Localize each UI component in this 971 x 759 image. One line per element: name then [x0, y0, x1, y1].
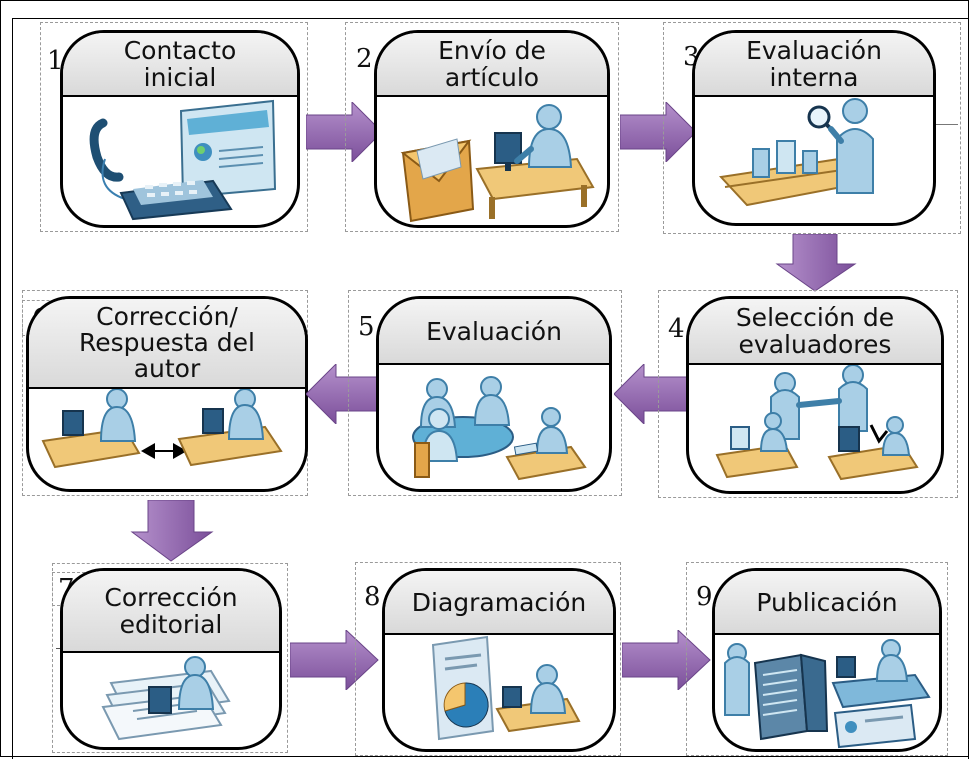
arrow-step-4-to-5: [614, 364, 692, 424]
step-6-card: Corrección/ Respuesta del autor: [26, 296, 308, 492]
connector-tick: [936, 124, 958, 125]
step-8-cell: [355, 562, 621, 756]
document-chart-worker-icon: [385, 635, 613, 749]
step-8-card: Diagramación: [382, 568, 616, 752]
step-4-header: Selección de evaluadores: [689, 299, 941, 365]
connector-tick: [56, 648, 60, 649]
step-9-card: Publicación: [712, 568, 942, 752]
step-2-number: 2: [356, 44, 373, 74]
diagram-inner-border: [12, 18, 969, 759]
step-1-header: Contacto inicial: [63, 33, 297, 97]
step-3-header: Evaluación interna: [695, 33, 933, 97]
worker-with-documents-icon: [63, 653, 279, 747]
step-6-title: Corrección/ Respuesta del autor: [78, 302, 256, 383]
arrow-step-8-to-9: [622, 630, 712, 690]
step-8-header: Diagramación: [385, 571, 613, 635]
step-6-header: Corrección/ Respuesta del autor: [29, 299, 305, 389]
step-1-number: 1: [47, 46, 64, 76]
step-7-title: Corrección editorial: [104, 583, 238, 639]
step-7-card: Corrección editorial: [60, 568, 282, 750]
step-1-title: Contacto inicial: [123, 36, 237, 92]
server-room-workers-icon: [715, 635, 939, 749]
step-5-card: Evaluación: [376, 296, 612, 492]
two-workers-exchange-icon: [29, 389, 305, 489]
telephone-and-monitor-icon: [63, 97, 297, 225]
step-8-title: Diagramación: [411, 587, 587, 617]
team-handshake-icon: [689, 365, 941, 491]
step-7-cell: [52, 563, 288, 753]
step-4-card: Selección de evaluadores: [686, 296, 944, 494]
arrow-step-7-to-8: [290, 630, 380, 690]
step-9-number: 9: [696, 582, 713, 612]
step-3-title: Evaluación interna: [746, 36, 882, 92]
step-1-card: Contacto inicial: [60, 30, 300, 228]
step-4-number: 4: [668, 314, 685, 344]
arrow-step-6-to-7: [130, 500, 214, 562]
step-4-cell: [658, 290, 958, 498]
step-5-title: Evaluación: [426, 316, 562, 346]
step-2-cell: [345, 22, 619, 232]
arrow-step-3-to-4: [775, 234, 857, 292]
inspector-with-magnifier-icon: [695, 97, 933, 223]
step-9-title: Publicación: [756, 587, 898, 617]
arrow-step-1-to-2: [306, 102, 384, 162]
step-9-cell: [686, 562, 948, 756]
step-9-header: Publicación: [715, 571, 939, 635]
envelope-and-worker-icon: [377, 97, 607, 225]
step-8-number: 8: [364, 582, 381, 612]
step-5-number: 5: [358, 312, 375, 342]
step-5-header: Evaluación: [379, 299, 609, 365]
step-2-title: Envío de artículo: [438, 36, 546, 92]
step-3-card: Evaluación interna: [692, 30, 936, 226]
step-7-header: Corrección editorial: [63, 571, 279, 653]
step-4-title: Selección de evaluadores: [735, 303, 895, 359]
step-2-card: Envío de artículo: [374, 30, 610, 228]
step-2-header: Envío de artículo: [377, 33, 607, 97]
arrow-step-2-to-3: [620, 102, 698, 162]
meeting-table-icon: [379, 365, 609, 489]
arrow-step-5-to-6: [306, 364, 384, 424]
